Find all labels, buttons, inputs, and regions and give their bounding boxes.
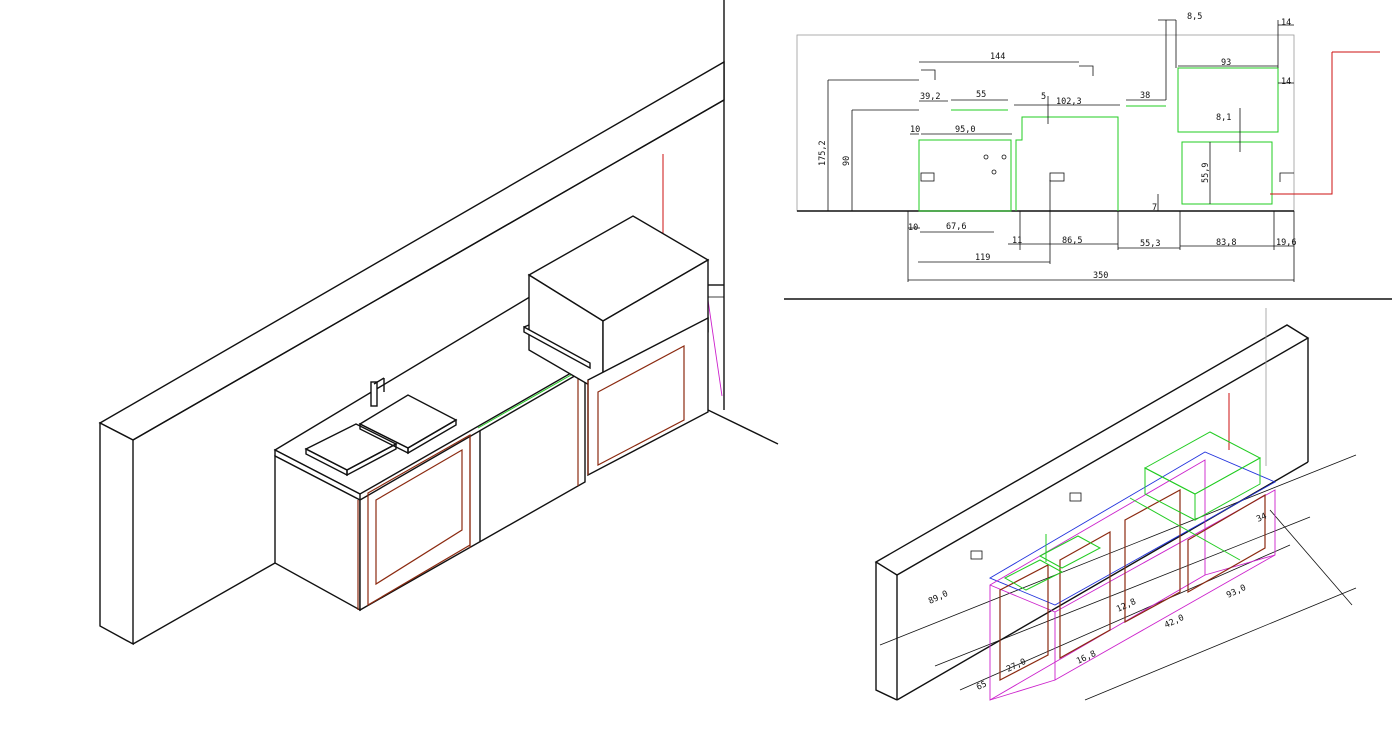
dim-label: 38: [1140, 91, 1150, 101]
dim-label: 5: [1041, 92, 1046, 102]
door-panel-right: [597, 344, 685, 466]
dim-label: 90: [842, 156, 852, 166]
right-base-cabinet: [587, 316, 709, 477]
dim-label: 119: [975, 253, 990, 263]
dim-label: 19,6: [1276, 238, 1296, 248]
elevation-upper-unit: [1177, 67, 1279, 133]
isometric-view: 89,0 12,8 42,0 93,0 16,8 27,0 65 34: [874, 308, 1357, 701]
dim-label: 14: [1281, 18, 1291, 28]
dim-label: 10: [908, 223, 918, 233]
dim-label: 93: [1221, 58, 1231, 68]
side-wall-box: [707, 284, 725, 298]
elevation-wall: [796, 34, 1295, 212]
dim-label: 7: [1152, 203, 1157, 213]
dim-label: 67,6: [946, 222, 966, 232]
dim-label: 86,5: [1062, 236, 1082, 246]
front-elevation: 144 8,5 14 93 14 39,2 55 102,3 38 5 8,1 …: [796, 12, 1380, 282]
side-pipe-line: [707, 299, 723, 397]
sink-cooktop: [304, 377, 458, 477]
perspective-view: [98, 0, 779, 646]
door-panel-left: [375, 448, 463, 586]
dim-label: 102,3: [1056, 97, 1082, 107]
dim-label: 14: [1281, 77, 1291, 87]
iso-dim-label: 93,0: [1225, 583, 1248, 601]
dim-label: 55,3: [1140, 239, 1160, 249]
dim-label: 55: [976, 90, 986, 100]
iso-countertop: [988, 451, 1277, 606]
dim-label: 95,0: [955, 125, 975, 135]
counter-edge-green: [477, 366, 586, 429]
dim-label: 83,8: [1216, 238, 1236, 248]
dim-label: 39,2: [920, 92, 940, 102]
iso-dim-label: 65: [975, 679, 989, 692]
iso-dim-label: 12,8: [1115, 597, 1138, 615]
dim-label: 144: [990, 52, 1005, 62]
dim-label: 8,5: [1187, 12, 1202, 22]
iso-dim-label: 89,0: [927, 589, 950, 607]
iso-sink: [1003, 559, 1064, 591]
dim-label: 10: [910, 125, 920, 135]
iso-dim-label: 42,0: [1163, 613, 1186, 631]
dim-label: 350: [1093, 271, 1108, 281]
cabinet-front: [359, 368, 586, 612]
door-frame-left: [367, 433, 471, 607]
floor-line: [707, 409, 779, 445]
dim-label: 11: [1012, 236, 1022, 246]
iso-dim-label: 34: [1255, 511, 1269, 524]
iso-wall-top: [874, 324, 1310, 576]
dim-label: 175,2: [818, 140, 828, 166]
dim-label: 55,9: [1201, 163, 1211, 183]
iso-dim-label: 16,8: [1075, 649, 1098, 667]
dim-label: 8,1: [1216, 113, 1231, 123]
back-wall: [98, 60, 725, 646]
faucet: [370, 381, 378, 407]
